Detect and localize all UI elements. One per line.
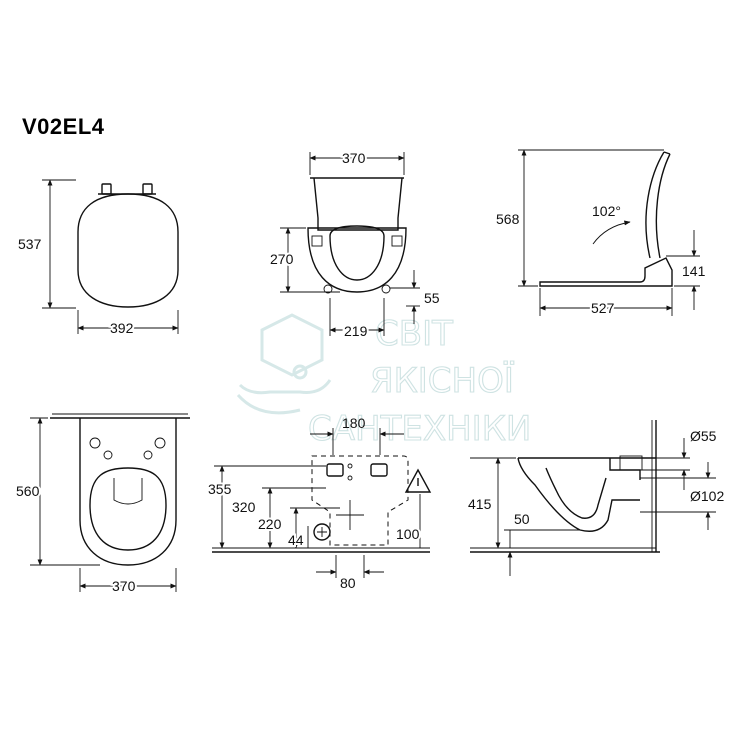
seat-top-view: 537 392 (18, 179, 179, 338)
dim-seat-side-hinge-height: 141 (682, 263, 706, 279)
warning-icon (404, 468, 432, 493)
dim-wall-220: 220 (258, 516, 282, 532)
dim-seat-top-width: 392 (110, 320, 134, 336)
water-tap-icon (313, 523, 331, 541)
dim-wall-80: 80 (340, 575, 356, 591)
watermark-line-2: ЯКІСНОЇ (370, 361, 514, 401)
dim-seat-side-height: 568 (496, 211, 520, 227)
dim-seat-front-bottom-width: 219 (344, 323, 368, 339)
dim-wall-top-spacing: 180 (342, 415, 366, 431)
bowl-side-view: 415 50 Ø55 Ø102 (466, 420, 726, 576)
dim-bowl-top-length: 560 (16, 483, 40, 499)
dim-seat-front-hinge-gap: 55 (424, 290, 440, 306)
dim-side-outlet-height: 50 (514, 511, 530, 527)
dim-bowl-top-width: 370 (112, 578, 136, 594)
dim-side-inlet-diameter: Ø55 (690, 428, 717, 444)
dim-seat-front-height: 270 (270, 251, 294, 267)
dim-side-height: 415 (468, 496, 492, 512)
seat-front-view: 370 270 55 219 (268, 148, 440, 341)
dim-seat-side-angle: 102° (592, 203, 621, 219)
watermark-logo-icon (236, 313, 332, 415)
wall-mounting-view: 180 355 320 220 44 100 80 (206, 415, 432, 591)
dim-wall-320: 320 (232, 499, 256, 515)
dim-wall-355: 355 (208, 481, 232, 497)
dim-seat-top-height: 537 (18, 236, 42, 252)
dim-wall-44: 44 (288, 532, 304, 548)
bowl-top-view: 560 370 (14, 413, 190, 596)
seat-side-view: 102° 568 141 527 (494, 149, 706, 318)
dim-seat-side-depth: 527 (591, 300, 615, 316)
dim-side-outlet-diameter: Ø102 (690, 488, 724, 504)
watermark-line-3: САНТЕХНІКИ (308, 409, 531, 449)
dim-wall-100: 100 (396, 526, 420, 542)
model-code-title: V02EL4 (22, 114, 105, 139)
watermark: СВІТ ЯКІСНОЇ САНТЕХНІКИ (236, 313, 532, 450)
dim-seat-front-width: 370 (342, 150, 366, 166)
